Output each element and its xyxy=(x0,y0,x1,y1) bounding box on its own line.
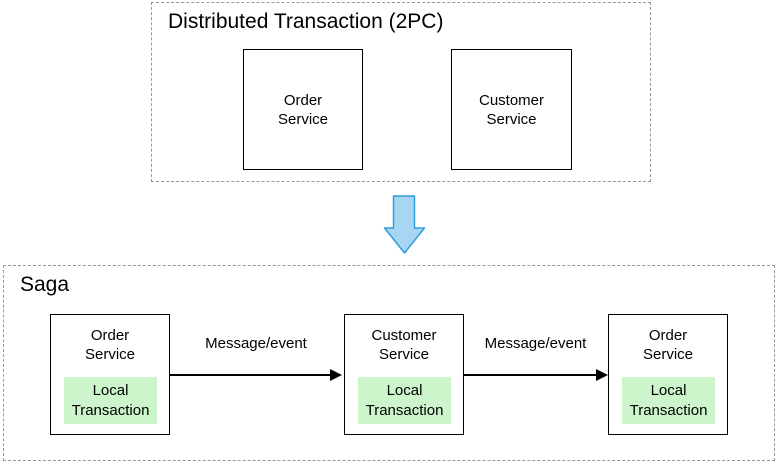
2pc-group-title: Distributed Transaction (2PC) xyxy=(168,10,444,33)
saga-order-service-box-1: Order Service Local Transaction xyxy=(50,314,170,435)
box-label-line: Order xyxy=(283,91,323,109)
service-label-line: Service xyxy=(378,346,430,363)
box-label-line: Service xyxy=(277,110,329,128)
local-transaction-line: Local xyxy=(386,381,423,399)
message-arrow-2: Message/event xyxy=(463,334,608,382)
service-label-line: Service xyxy=(642,346,694,363)
saga-group-title: Saga xyxy=(20,273,70,296)
2pc-customer-service-box: Customer Service xyxy=(451,49,572,170)
local-transaction-line: Local xyxy=(92,381,129,399)
local-transaction-line: Transaction xyxy=(629,401,708,419)
local-transaction-box: Local Transaction xyxy=(64,377,157,424)
service-label: Order Service xyxy=(609,326,727,364)
box-label-line: Customer xyxy=(478,91,545,109)
saga-group: Saga Order Service Local Transaction Mes… xyxy=(3,265,775,461)
message-arrow-1: Message/event xyxy=(170,334,342,382)
service-label-line: Order xyxy=(90,327,130,344)
arrow-line xyxy=(463,374,597,376)
saga-order-service-box-2: Order Service Local Transaction xyxy=(608,314,728,435)
message-event-label: Message/event xyxy=(205,335,307,352)
service-label-line: Customer xyxy=(371,327,437,344)
message-event-label: Message/event xyxy=(484,335,587,352)
local-transaction-line: Local xyxy=(650,381,687,399)
arrow-head-icon xyxy=(596,369,608,381)
down-arrow-icon xyxy=(383,195,426,254)
service-label-line: Service xyxy=(84,346,136,363)
2pc-order-service-box: Order Service xyxy=(243,49,363,170)
local-transaction-box: Local Transaction xyxy=(622,377,715,424)
2pc-group: Distributed Transaction (2PC) Order Serv… xyxy=(151,2,651,182)
local-transaction-line: Transaction xyxy=(71,401,150,419)
local-transaction-line: Transaction xyxy=(365,401,444,419)
arrow-line xyxy=(170,374,331,376)
arrow-head-icon xyxy=(330,369,342,381)
saga-customer-service-box: Customer Service Local Transaction xyxy=(344,314,464,435)
service-label: Customer Service xyxy=(345,326,463,364)
local-transaction-box: Local Transaction xyxy=(358,377,451,424)
box-label-line: Service xyxy=(486,110,537,128)
service-label-line: Order xyxy=(648,327,688,344)
service-label: Order Service xyxy=(51,326,169,364)
